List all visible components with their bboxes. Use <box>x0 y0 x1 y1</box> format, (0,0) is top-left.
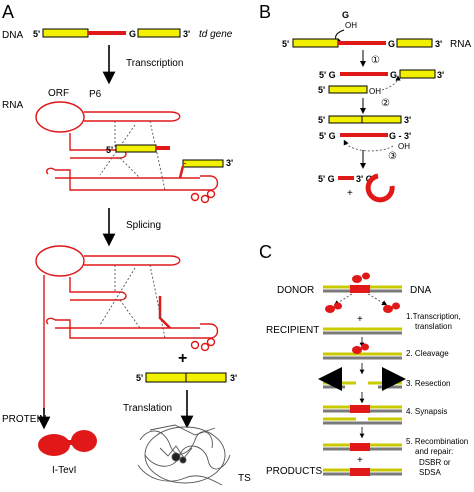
b-row3b-g3: G - 3' <box>389 131 411 141</box>
dna-g: G <box>129 29 136 39</box>
c-recipient-dna <box>323 327 402 335</box>
b-row2-3prime: 3' <box>437 70 444 80</box>
panel-label-b: B <box>259 2 271 22</box>
b-row4-3g: 3' G <box>356 174 373 184</box>
b-row3b-5g: 5' G <box>319 131 336 141</box>
c-synapsis <box>323 405 402 425</box>
excised-intron-circle <box>365 173 395 203</box>
b-row1-g: G <box>388 39 395 49</box>
b-row3-3prime: 3' <box>404 115 411 125</box>
b-step3: ③ <box>388 151 397 162</box>
c-step5b: and repair: <box>415 447 453 456</box>
c-step5a: 5. Recombination <box>406 437 468 446</box>
b-row2-5g: 5' G <box>319 70 336 80</box>
c-resection <box>318 367 406 391</box>
c-products <box>323 443 402 476</box>
dna-intron <box>88 31 126 35</box>
c-recipient-label: RECIPIENT <box>266 325 319 336</box>
c-itevi-copies <box>325 302 400 313</box>
c-plus-2: + <box>357 455 363 466</box>
spliced-3prime: 3' <box>230 373 237 383</box>
b-rna-label: RNA <box>450 39 471 50</box>
c-step5d: SDSA <box>419 468 441 477</box>
c-donor-dna <box>323 272 402 293</box>
b-row1-3prime: 3' <box>435 39 442 49</box>
c-step4: 4. Synapsis <box>406 407 447 416</box>
dna-5prime: 5' <box>33 29 40 39</box>
c-step2: 2. Cleavage <box>406 349 449 358</box>
panel-label-c: C <box>259 242 272 262</box>
b-row1-5prime: 5' <box>282 39 289 49</box>
dna-label: DNA <box>2 30 23 41</box>
splicing-label: Splicing <box>126 220 161 231</box>
b-row4-5g: 5' G <box>318 174 335 184</box>
dna-exon-right <box>137 28 181 38</box>
splice-plus: + <box>178 350 187 367</box>
rna-5prime: 5' <box>106 145 113 155</box>
b-g-top: G <box>342 10 349 20</box>
c-step3: 3. Resection <box>406 379 450 388</box>
dna-3prime: 3' <box>183 29 190 39</box>
b-oh-top: OH <box>345 21 357 30</box>
transcription-label: Transcription <box>126 58 183 69</box>
itevi-label: I-TevI <box>52 465 76 476</box>
rna-3prime: 3' <box>226 158 233 168</box>
c-cleavage <box>323 343 402 360</box>
b-step2: ② <box>381 98 390 109</box>
intron-structure-unspliced: 5' 3' <box>35 101 233 204</box>
rna-label: RNA <box>2 100 23 111</box>
c-plus-1: + <box>357 314 363 325</box>
p6-label: P6 <box>89 89 102 100</box>
c-dna-label: DNA <box>410 285 431 296</box>
c-step1b: translation <box>415 322 452 331</box>
b-oh-3: OH <box>398 142 410 151</box>
c-donor-label: DONOR <box>277 285 314 296</box>
translation-label: Translation <box>123 403 172 414</box>
ts-label: TS <box>238 473 251 484</box>
c-step1a: 1.Transcription, <box>406 312 461 321</box>
protein-label: PROTEIN <box>2 414 46 425</box>
b-plus: + <box>347 188 353 199</box>
c-step5c: DSBR or <box>419 458 451 467</box>
b-step1: ① <box>371 55 380 66</box>
orf-label: ORF <box>48 88 69 99</box>
b-row2b-5prime: 5' <box>318 85 325 95</box>
intron-structure-excised <box>35 245 219 410</box>
ts-protein-structure <box>137 424 231 486</box>
itevi-protein <box>38 430 97 456</box>
spliced-5prime: 5' <box>136 373 143 383</box>
panel-label-a: A <box>2 2 14 22</box>
c-products-label: PRODUCTS <box>266 466 322 477</box>
dna-exon-left <box>42 28 89 38</box>
b-row3-5prime: 5' <box>318 115 325 125</box>
b-row2-g: G <box>390 70 397 80</box>
b-oh-2: OH <box>369 87 381 96</box>
td-gene-label: td gene <box>199 29 233 40</box>
